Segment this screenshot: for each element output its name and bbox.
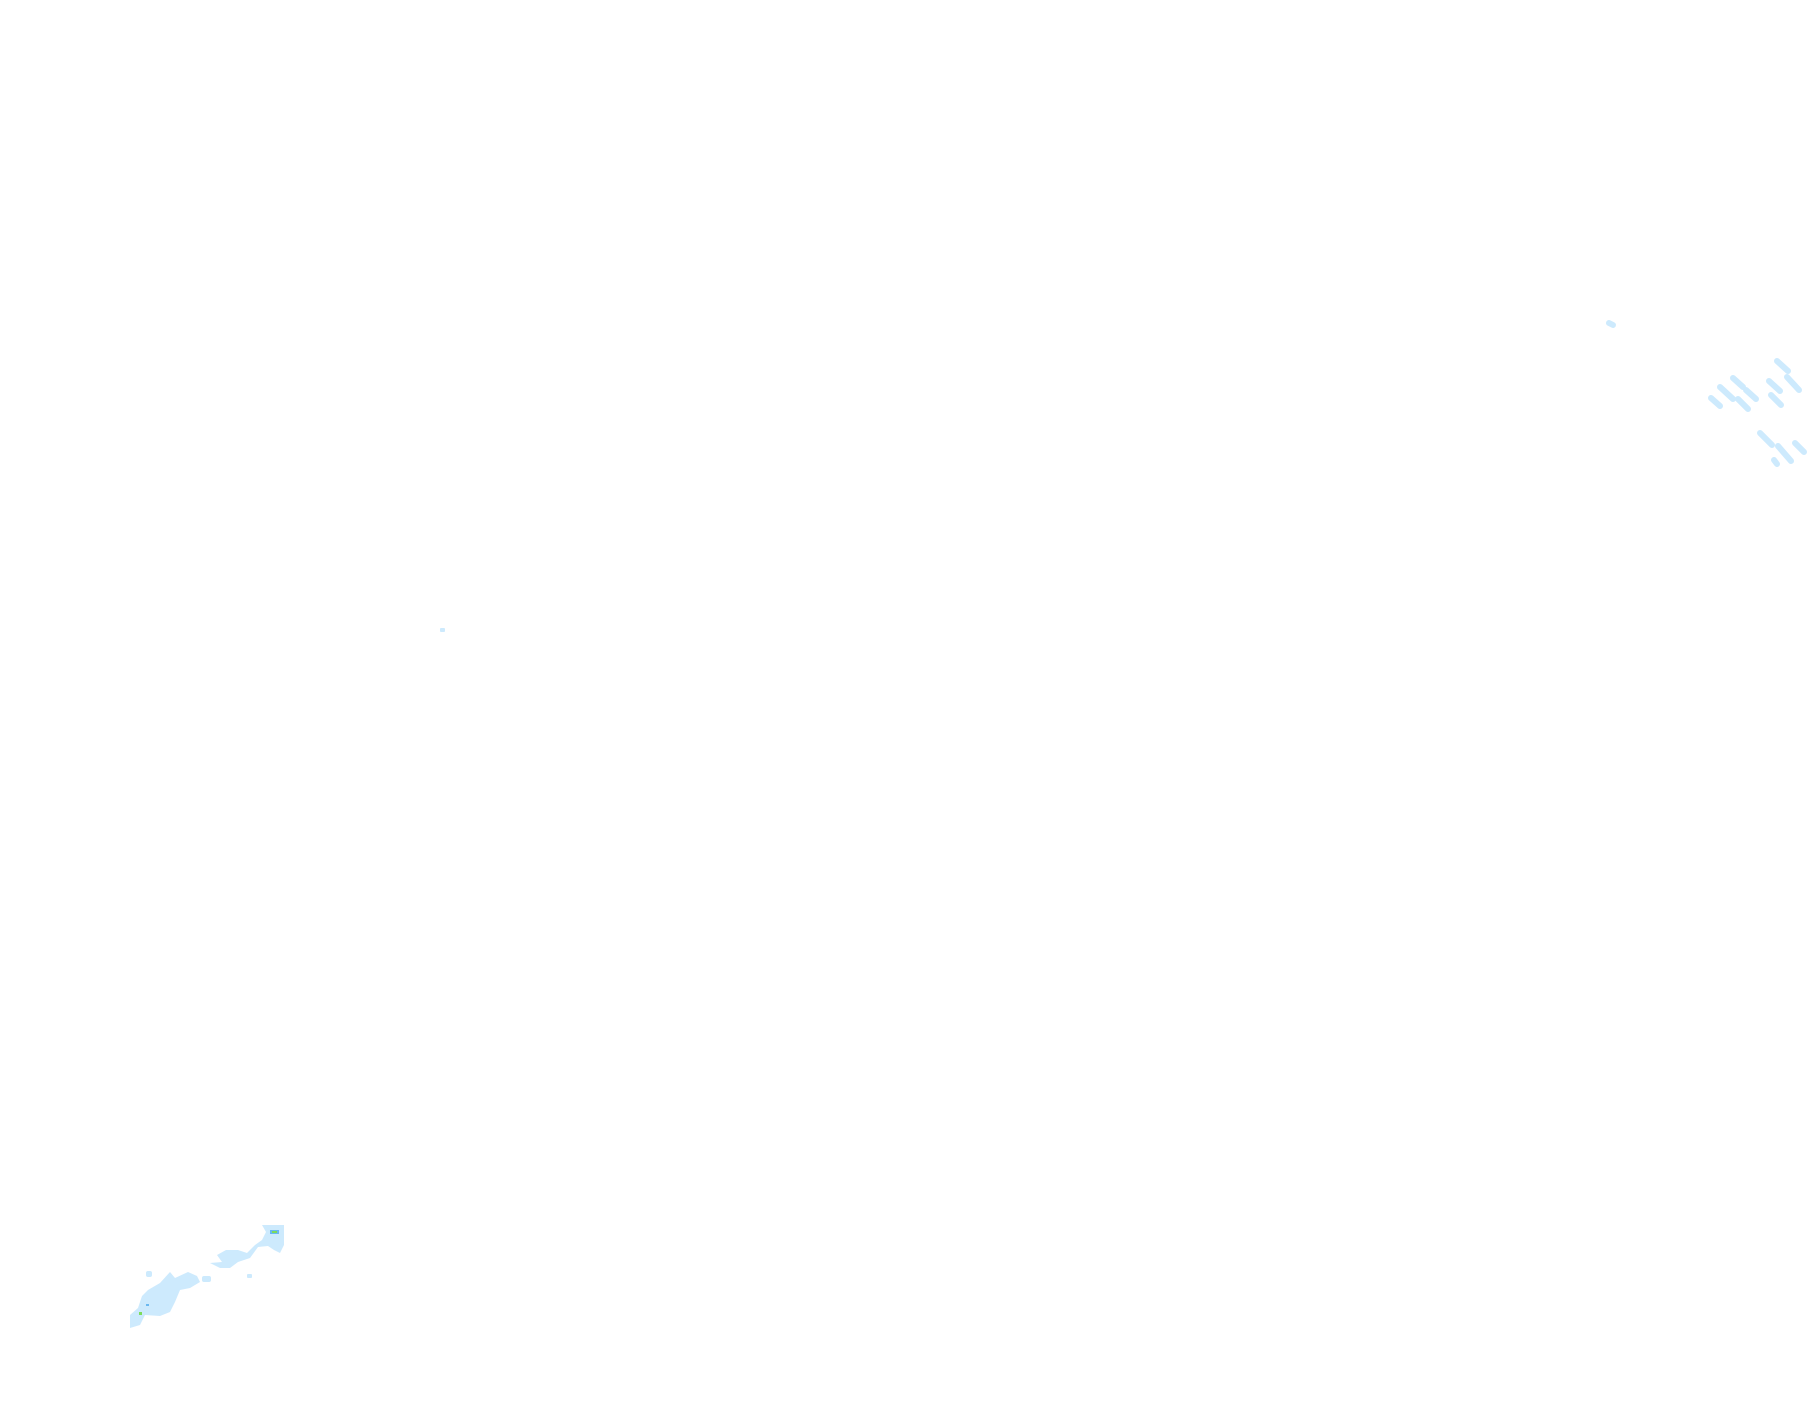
island-east — [210, 1225, 284, 1268]
islet — [1768, 392, 1784, 408]
islet — [247, 1274, 252, 1278]
islet — [1774, 358, 1791, 374]
islet — [1717, 384, 1736, 402]
elevation-mid-patch — [146, 1304, 149, 1306]
islet — [202, 1276, 211, 1282]
islet — [1784, 374, 1802, 393]
islet — [440, 628, 445, 632]
islet — [1730, 375, 1746, 390]
islet — [1735, 396, 1751, 412]
islet — [1757, 430, 1775, 448]
islet — [1708, 395, 1723, 409]
island-group-northeast — [1606, 320, 1807, 467]
islet — [1743, 387, 1759, 402]
islet — [1606, 320, 1616, 328]
island-west — [130, 1272, 200, 1328]
elevation-high-patch — [139, 1312, 142, 1315]
elevation-high-patch — [272, 1231, 277, 1233]
island-group-southwest — [130, 628, 445, 1328]
islet — [146, 1271, 152, 1277]
islet — [1775, 443, 1794, 464]
islet — [1792, 440, 1807, 455]
islet — [1766, 378, 1783, 394]
islet — [1771, 457, 1780, 467]
